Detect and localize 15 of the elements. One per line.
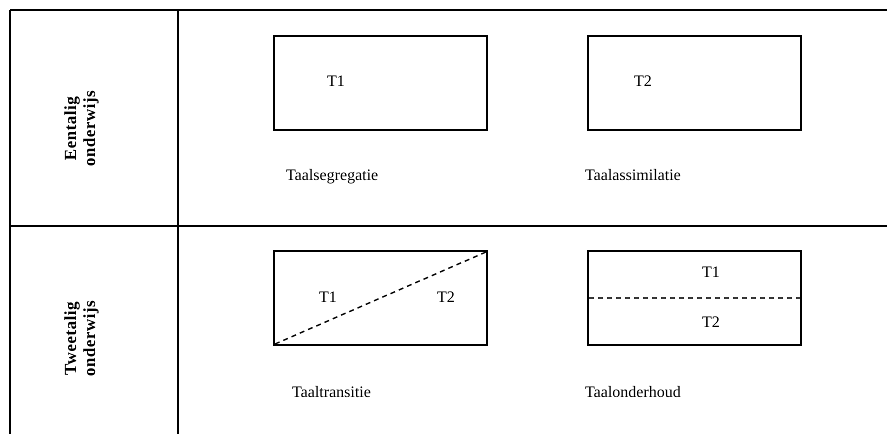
model-caption: Taalonderhoud (585, 384, 681, 402)
language-label: T1 (702, 264, 720, 282)
language-label: T1 (327, 73, 345, 91)
quadrant-box (587, 250, 802, 346)
quadrant-box (273, 35, 488, 131)
quadrant-box (587, 35, 802, 131)
model-caption: Taalsegregatie (286, 167, 378, 185)
model-caption: Taalassimilatie (585, 167, 681, 185)
row-header: Eentalig onderwijs (61, 88, 99, 168)
language-label: T2 (634, 73, 652, 91)
language-label: T1 (319, 289, 337, 307)
row-header: Tweetalig onderwijs (61, 298, 99, 378)
model-caption: Taaltransitie (292, 384, 371, 402)
language-label: T2 (437, 289, 455, 307)
language-label: T2 (702, 314, 720, 332)
